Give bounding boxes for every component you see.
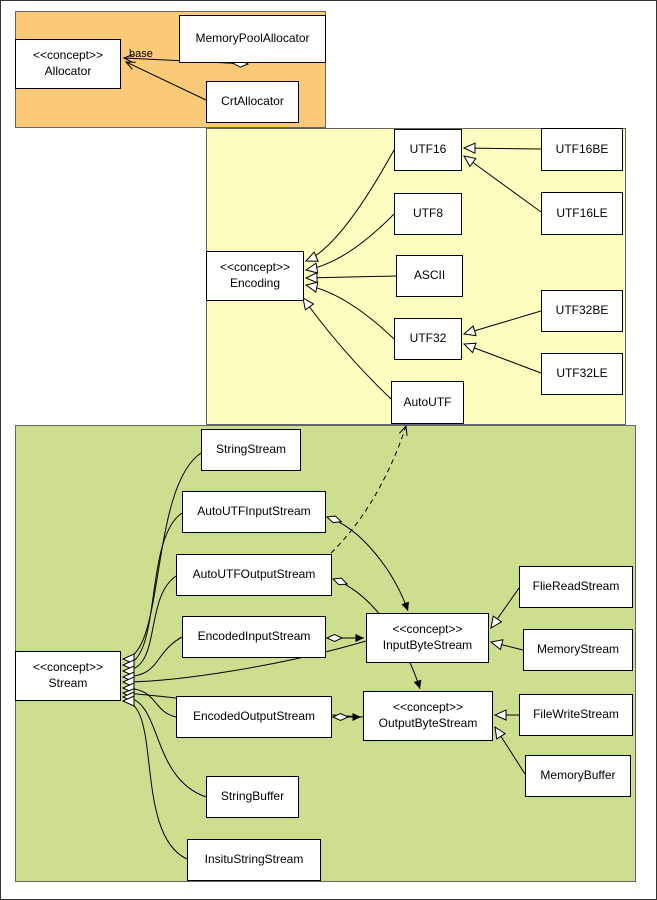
node-autoutf-input-stream: AutoUTFInputStream	[182, 491, 326, 533]
node-autoutf-output-stream: AutoUTFOutputStream	[176, 554, 332, 596]
node-crt-allocator: CrtAllocator	[206, 81, 299, 123]
node-encoded-output-stream: EncodedOutputStream	[176, 696, 332, 738]
node-input-byte-stream-concept: <<concept>> InputByteStream	[366, 613, 489, 663]
edge-crtallocator-allocator	[124, 61, 207, 101]
node-stream-concept: <<concept>> Stream	[15, 651, 121, 701]
edge-autoutfstreams-autoutf	[330, 424, 408, 554]
node-autoutf: AutoUTF	[391, 381, 464, 424]
edge-stringbuffer-stream	[121, 691, 207, 798]
edge-ascii-encoding	[304, 271, 397, 284]
node-flie-read-stream: FlieReadStream	[519, 566, 633, 608]
edge-utf32be-utf32	[462, 310, 542, 337]
edge-utf8-encoding	[304, 213, 395, 274]
edge-autoutfoutputstream-stream	[121, 575, 177, 677]
node-memory-buffer: MemoryBuffer	[525, 755, 631, 797]
edge-utf16-encoding	[304, 149, 395, 262]
node-utf32be: UTF32BE	[541, 290, 623, 332]
edge-memorybuffer-outputbytestream	[494, 725, 526, 775]
edge-insitustringstream-stream	[121, 695, 188, 860]
edge-fliereadstream-inputbytestream	[490, 587, 520, 629]
node-utf8: UTF8	[394, 193, 462, 235]
edge-utf32-encoding	[304, 281, 395, 340]
node-utf32: UTF32	[394, 318, 462, 360]
node-memory-pool-allocator: MemoryPoolAllocator	[179, 15, 326, 63]
node-insitu-string-stream: InsituStringStream	[187, 839, 321, 881]
edge-encodedoutputstream-stream	[121, 682, 177, 718]
edge-label-base: base	[129, 48, 153, 60]
edge-stringstream-stream	[121, 452, 202, 665]
edge-utf16be-utf16	[462, 142, 542, 154]
edge-autoutf-encoding	[302, 297, 392, 400]
node-utf16be: UTF16BE	[541, 128, 623, 171]
node-utf16le: UTF16LE	[541, 192, 623, 235]
node-output-byte-stream-concept: <<concept>> OutputByteStream	[363, 691, 493, 741]
edge-utf16le-utf16	[463, 155, 542, 213]
node-string-stream: StringStream	[201, 429, 301, 471]
node-string-buffer: StringBuffer	[206, 776, 299, 818]
edge-autoutfinputstream-inputbytestream	[327, 517, 408, 612]
node-utf32le: UTF32LE	[541, 353, 623, 395]
node-allocator-concept: <<concept>> Allocator	[15, 39, 121, 89]
edge-utf32le-utf32	[462, 342, 542, 374]
node-ascii: ASCII	[396, 255, 463, 297]
edge-encodedinputstream-stream	[121, 636, 183, 683]
node-memory-stream: MemoryStream	[523, 629, 633, 671]
node-utf16: UTF16	[394, 129, 462, 171]
edge-memorystream-inputbytestream	[489, 639, 524, 651]
edge-autoutfinputstream-stream	[121, 512, 183, 671]
node-encoding-concept: <<concept>> Encoding	[206, 251, 304, 301]
node-encoded-input-stream: EncodedInputStream	[182, 616, 326, 658]
node-file-write-stream: FileWriteStream	[519, 694, 633, 736]
